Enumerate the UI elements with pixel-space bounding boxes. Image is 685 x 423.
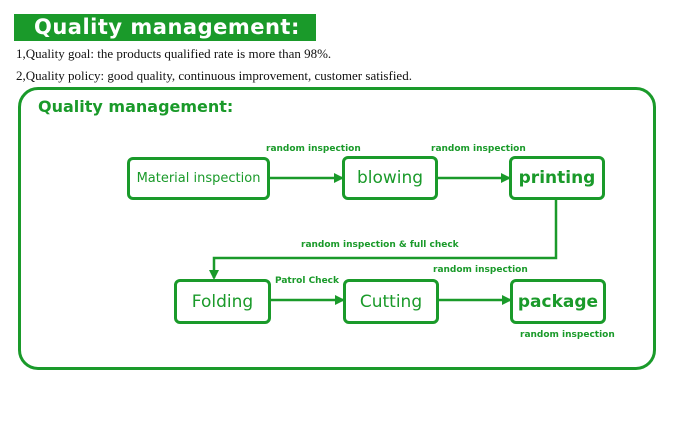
arrow-printing-to-folding: [209, 200, 558, 280]
node-blowing: blowing: [342, 156, 438, 200]
page-banner: Quality management:: [14, 14, 316, 41]
node-folding: Folding: [174, 279, 271, 324]
quality-policy-text: 2,Quality policy: good quality, continuo…: [16, 68, 412, 83]
node-package: package: [510, 279, 606, 324]
edge-label-blowing-to-printing: random inspection: [431, 144, 526, 154]
edge-label-material-to-blowing: random inspection: [266, 144, 361, 154]
edge-label-folding-to-cutting: Patrol Check: [275, 276, 340, 286]
edge-label-cutting-to-package: random inspection: [433, 265, 528, 275]
node-cutting: Cutting: [343, 279, 439, 324]
node-printing: printing: [509, 156, 605, 200]
edge-label-package-below: random inspection: [520, 330, 615, 340]
quality-goal-text: 1,Quality goal: the products qualified r…: [16, 46, 332, 61]
edge-label-printing-to-folding: random inspection & full check: [301, 240, 459, 250]
node-material-inspection: Material inspection: [127, 157, 270, 200]
panel-title: Quality management:: [38, 97, 234, 116]
process-panel: [18, 87, 656, 370]
